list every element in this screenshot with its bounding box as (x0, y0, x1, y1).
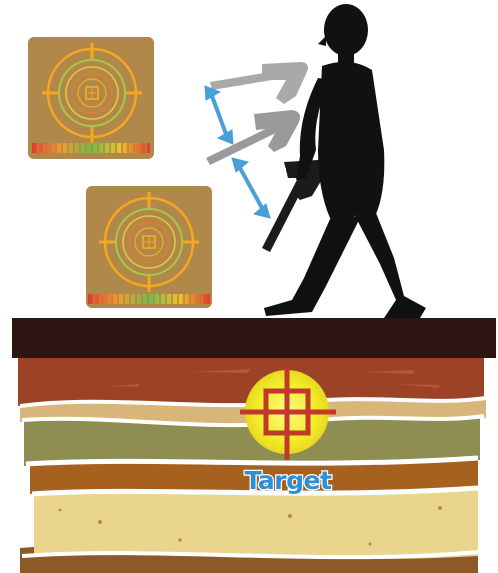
double-arrow-icon (205, 86, 270, 218)
walking-person-icon (264, 4, 426, 318)
signal-bar (88, 294, 210, 304)
lower-detector-screen (86, 186, 212, 308)
target-label: Target (238, 466, 338, 495)
upper-detector-screen (28, 37, 154, 159)
signal-bar (32, 143, 150, 153)
soil-layers (18, 352, 486, 573)
ground-surface (12, 318, 496, 358)
